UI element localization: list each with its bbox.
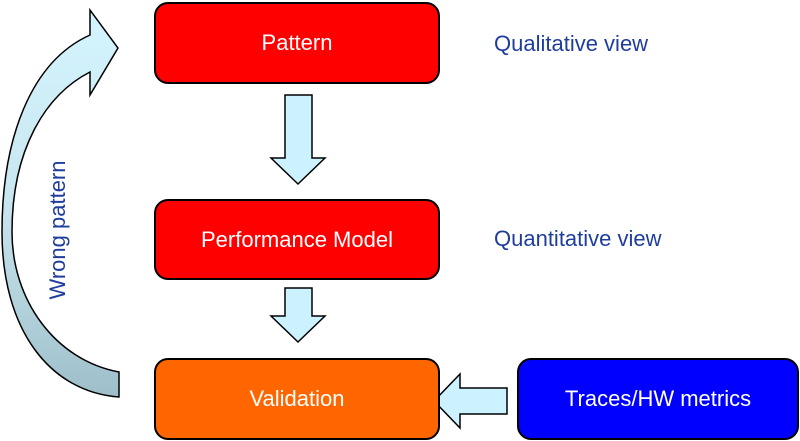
feedback-arrow	[1, 7, 120, 398]
node-pattern-label: Pattern	[261, 30, 333, 55]
quantitative-view-label: Quantitative view	[494, 226, 662, 251]
node-pattern: Pattern	[154, 2, 440, 84]
node-traces-label: Traces/HW metrics	[564, 386, 752, 411]
node-traces: Traces/HW metrics	[517, 358, 799, 440]
node-performance-model: Performance Model	[154, 199, 440, 280]
node-validation-label: Validation	[249, 386, 345, 411]
node-performance-model-label: Performance Model	[201, 226, 393, 252]
arrow-pattern-to-model	[269, 94, 327, 186]
qualitative-view-label: Qualitative view	[494, 31, 649, 56]
arrow-model-to-validation	[269, 287, 327, 344]
wrong-pattern-label: Wrong pattern	[45, 160, 70, 300]
arrow-traces-to-validation	[432, 372, 508, 430]
node-validation: Validation	[154, 358, 440, 440]
